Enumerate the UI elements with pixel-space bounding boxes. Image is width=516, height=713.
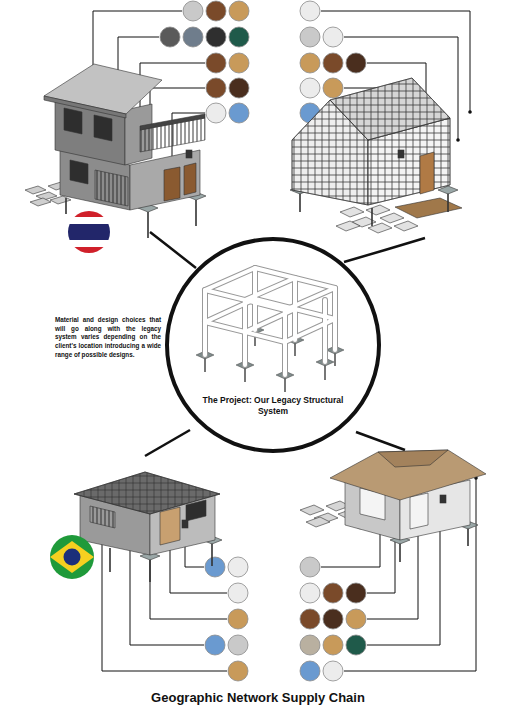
material-swatch xyxy=(229,1,249,21)
house-greenhouse xyxy=(290,78,462,233)
material-swatch xyxy=(323,53,343,73)
node-outline xyxy=(165,237,381,453)
material-swatch xyxy=(300,661,320,681)
house-hip-roof xyxy=(300,450,486,562)
material-swatch xyxy=(206,1,226,21)
connector-lines xyxy=(145,232,425,456)
leader-line xyxy=(344,478,476,671)
material-swatch xyxy=(300,635,320,655)
house-brazil xyxy=(74,472,222,582)
material-swatch xyxy=(300,1,320,21)
material-swatch xyxy=(160,27,180,47)
circle-outline xyxy=(167,239,379,451)
material-swatch xyxy=(323,583,343,603)
material-swatch xyxy=(206,27,226,47)
material-swatch xyxy=(323,661,343,681)
material-swatch xyxy=(323,78,343,98)
material-swatch xyxy=(346,609,366,629)
material-swatch xyxy=(323,609,343,629)
material-swatch xyxy=(346,635,366,655)
material-swatch xyxy=(183,1,203,21)
structural-frame xyxy=(196,268,344,392)
material-swatch xyxy=(346,583,366,603)
house-thailand xyxy=(25,64,206,238)
material-swatch xyxy=(205,635,225,655)
leader-dot xyxy=(456,138,460,142)
material-swatch xyxy=(229,27,249,47)
material-swatch xyxy=(323,27,343,47)
material-swatch xyxy=(228,661,248,681)
material-swatch xyxy=(205,557,225,577)
diagram-title: Geographic Network Supply Chain xyxy=(0,690,516,706)
material-swatch xyxy=(300,53,320,73)
material-swatch xyxy=(229,53,249,73)
material-swatch xyxy=(183,27,203,47)
material-swatch xyxy=(300,609,320,629)
material-swatch xyxy=(228,557,248,577)
material-swatch xyxy=(229,78,249,98)
structure-circle: The Project: Our Legacy Structural Syste… xyxy=(165,237,381,453)
material-swatch xyxy=(300,583,320,603)
node-title: The Project: Our Legacy Structural Syste… xyxy=(195,395,351,416)
material-swatch xyxy=(206,53,226,73)
material-swatch xyxy=(228,609,248,629)
material-swatch xyxy=(346,53,366,73)
flag-brazil xyxy=(50,535,94,579)
flag-thailand xyxy=(66,209,112,255)
material-swatch xyxy=(206,78,226,98)
material-swatch xyxy=(300,78,320,98)
material-swatch xyxy=(228,635,248,655)
material-swatch xyxy=(229,103,249,123)
material-swatch xyxy=(323,635,343,655)
leader-lines xyxy=(91,1,478,681)
note-text: Material and design choices that will go… xyxy=(55,316,161,359)
material-swatch xyxy=(206,103,226,123)
material-swatch xyxy=(300,27,320,47)
material-swatch xyxy=(228,583,248,603)
material-swatch xyxy=(300,557,320,577)
leader-dot xyxy=(468,110,472,114)
